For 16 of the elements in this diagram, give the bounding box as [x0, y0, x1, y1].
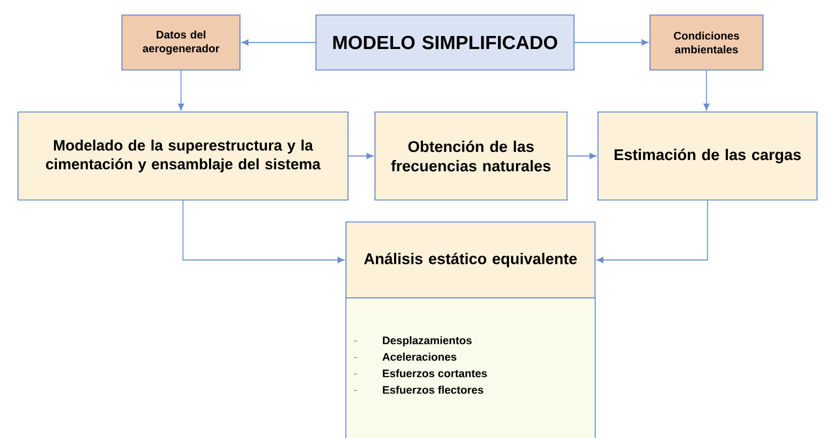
process-box: Estimación de las cargas — [598, 112, 818, 200]
process-box: Obtención de las frecuencias naturales — [374, 112, 568, 200]
arrow — [348, 152, 374, 160]
input-box: Datos del aerogenerador — [122, 14, 240, 70]
input-box: Condiciones ambientales — [650, 14, 764, 70]
arrow — [596, 200, 708, 264]
process-box: Análisis estático equivalente — [346, 222, 596, 298]
arrow — [242, 39, 316, 46]
title-box: MODELO SIMPLIFICADO — [316, 14, 574, 70]
arrow — [566, 152, 596, 160]
results-list-box: Desplazamientos Aceleraciones Esfuerzos cortantes Esfuerzos flectores — [345, 297, 596, 438]
arrow — [178, 70, 184, 110]
arrow — [574, 39, 648, 46]
process-box: Modelado de la superestructura y la cimentación y ensamblaje del sistema — [18, 112, 348, 200]
arrow — [182, 200, 344, 264]
arrow — [703, 70, 710, 110]
